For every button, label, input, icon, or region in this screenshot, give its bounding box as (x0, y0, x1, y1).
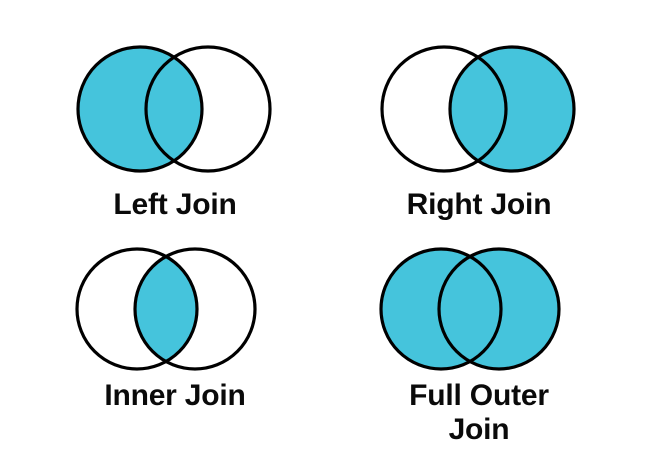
panel-left-join: Left Join (37, 36, 313, 222)
right-circle-outline (133, 247, 257, 371)
caption-full-outer-join: Full Outer Join (409, 379, 549, 446)
caption-right-join: Right Join (406, 188, 552, 221)
panel-inner-join: Inner Join (37, 245, 313, 413)
venn-left-join (76, 45, 272, 173)
left-circle-outline (379, 247, 503, 371)
right-circle-fill (439, 249, 559, 369)
intersection-fill (450, 47, 506, 171)
right-circle-outline (437, 247, 561, 371)
venn-right-join (380, 45, 576, 173)
left-circle-outline (380, 45, 508, 173)
intersection-fill (135, 249, 197, 369)
left-circle-outline (76, 45, 204, 173)
venn-inner-join (75, 247, 257, 371)
right-circle-outline (448, 45, 576, 173)
caption-inner-join: Inner Join (104, 379, 246, 412)
intersection-fill (146, 47, 202, 171)
panel-right-join: Right Join (341, 36, 617, 222)
venn-full-outer-join (379, 247, 561, 371)
panel-full-outer-join: Full Outer Join (341, 245, 617, 446)
caption-left-join: Left Join (113, 188, 237, 221)
left-circle-outline (75, 247, 199, 371)
right-circle-outline (144, 45, 272, 173)
